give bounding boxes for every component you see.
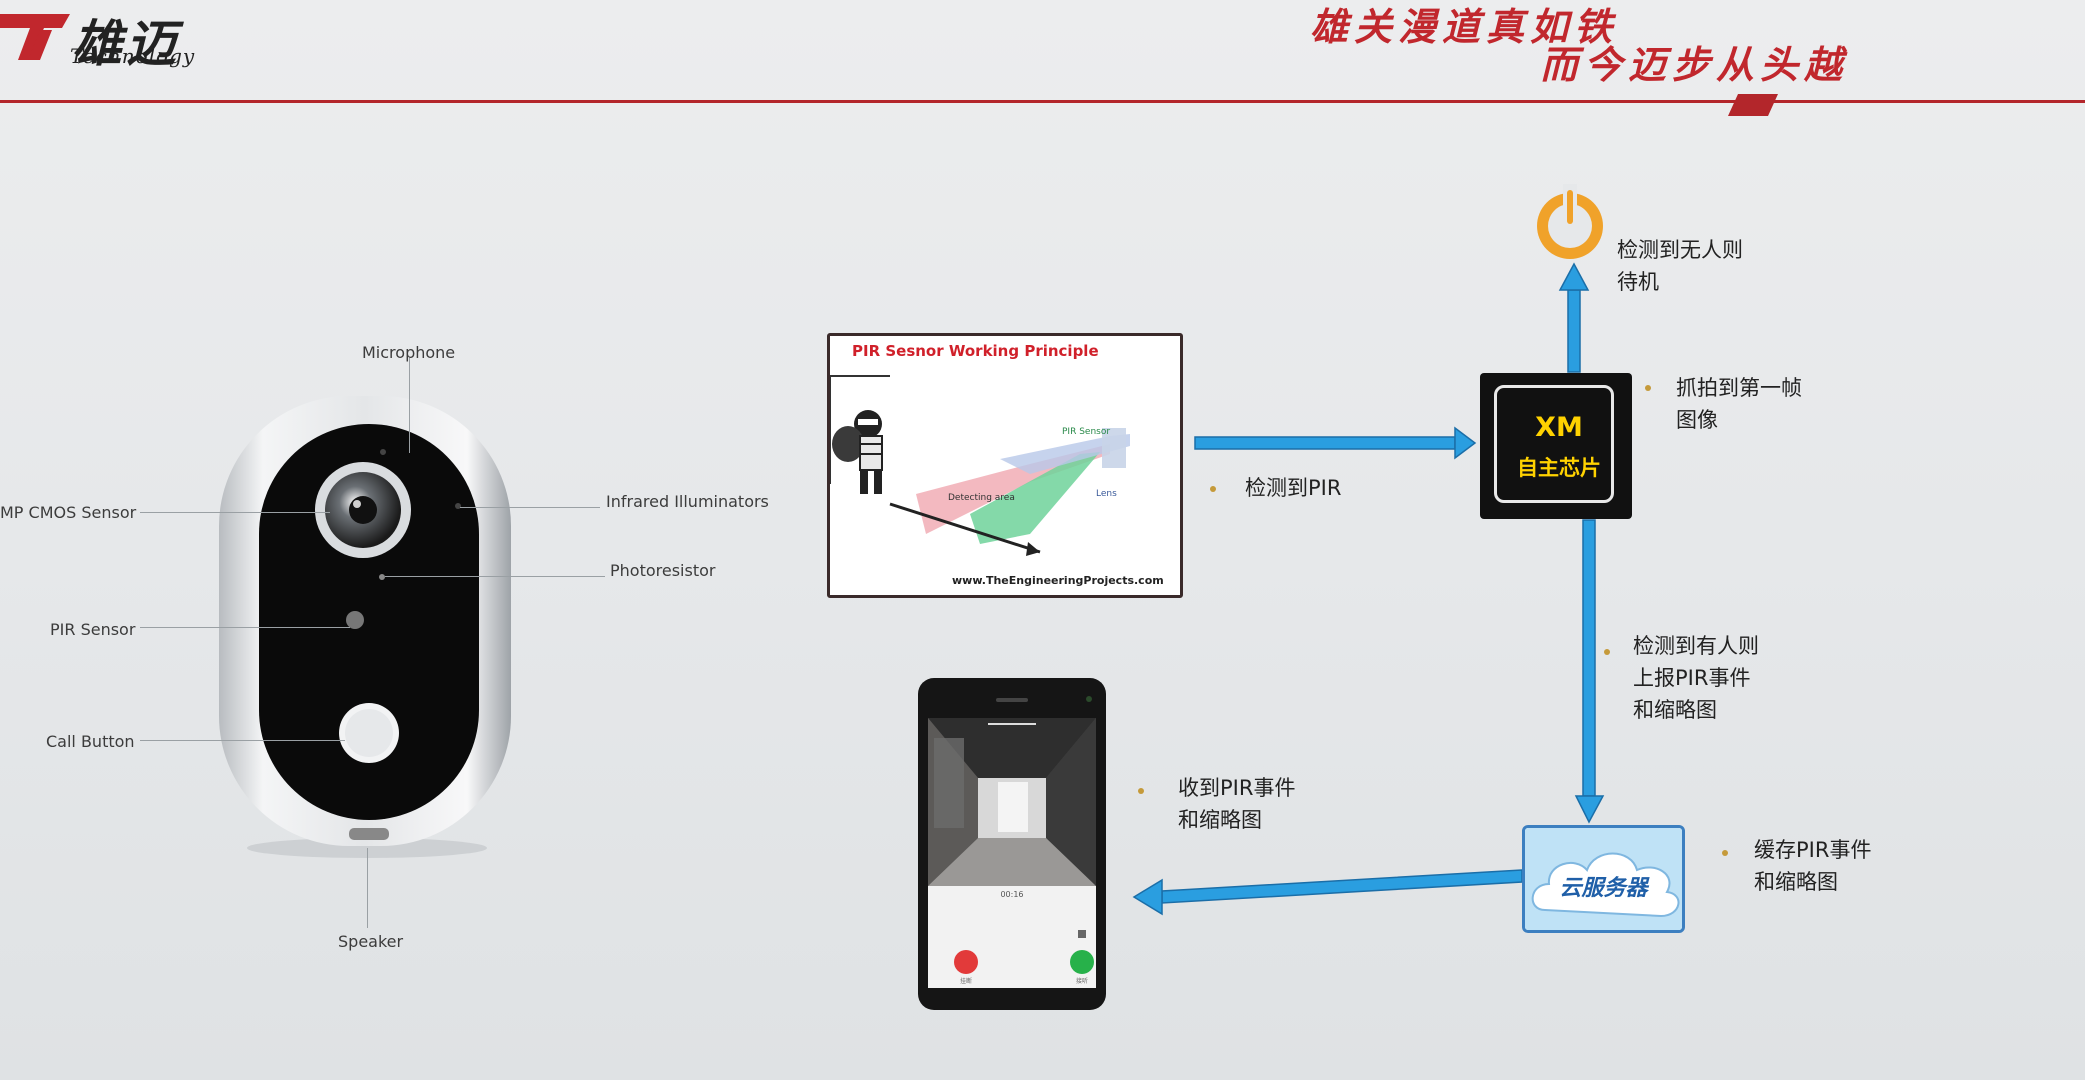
slogan-line-1: 雄关漫道真如铁 — [1310, 4, 1619, 49]
photoresistor-label: Photoresistor — [610, 561, 716, 580]
microphone-label: Microphone — [362, 343, 456, 362]
cmos-leader-line — [140, 512, 330, 513]
pir-sensor-leader-line — [140, 627, 350, 628]
snapshot-mini-icon — [1078, 930, 1086, 938]
pir-card-url: www.TheEngineeringProjects.com — [952, 574, 1164, 587]
cloud-icon — [1525, 828, 1682, 930]
speaker-leader-line — [367, 848, 368, 928]
report-text-line3: 和缩略图 — [1633, 698, 1717, 722]
chip-title: XM — [1535, 412, 1583, 443]
phone-screen: 00:16 挂断 接听 — [928, 718, 1096, 988]
header-divider — [0, 100, 2085, 103]
standby-text-line2: 待机 — [1617, 270, 1659, 294]
bullet — [1604, 649, 1610, 655]
receive-text-line1: 收到PIR事件 — [1178, 776, 1296, 800]
slogan-line-2: 而今迈步从头越 — [1540, 42, 1849, 87]
pir-card-title: PIR Sesnor Working Principle — [852, 342, 1099, 360]
arrow-chip-to-cloud — [1574, 519, 1605, 824]
bullet — [1645, 385, 1651, 391]
phone-speaker-slot — [996, 698, 1028, 702]
chip-subtitle: 自主芯片 — [1517, 456, 1601, 480]
report-text-line1: 检测到有人则 — [1633, 634, 1759, 658]
cache-text-line1: 缓存PIR事件 — [1754, 838, 1872, 862]
xm-chip-frame: XM 自主芯片 — [1494, 385, 1614, 503]
bullet — [1722, 850, 1728, 856]
bullet — [1138, 788, 1144, 794]
call-button-label: Call Button — [46, 732, 135, 751]
smartphone: 00:16 挂断 接听 — [918, 678, 1106, 1010]
accept-label: 接听 — [1075, 978, 1088, 985]
pir-sensor-label: PIR Sensor — [50, 620, 136, 639]
accept-call-icon[interactable] — [1070, 950, 1094, 974]
arrow-chip-to-standby — [1558, 262, 1590, 373]
microphone-leader-line — [409, 358, 410, 453]
bullet — [1210, 486, 1216, 492]
header-flag-icon — [1728, 94, 1778, 116]
burglar-icon — [832, 410, 883, 494]
cloud-server-label: 云服务器 — [1559, 876, 1648, 901]
pir-principle-card: PIR Sesnor Working Principle PIR Sensor … — [827, 333, 1183, 598]
power-icon — [1537, 184, 1603, 259]
arrow-pir-to-chip — [1194, 426, 1477, 460]
capture-text-line1: 抓拍到第一帧 — [1676, 376, 1802, 400]
infrared-illuminators-label: Infrared Illuminators — [606, 492, 769, 511]
report-text-line2: 上报PIR事件 — [1633, 666, 1751, 690]
cloud-server: 云服务器 — [1522, 825, 1685, 933]
logo-chinese-name: 雄迈 — [72, 14, 180, 73]
decline-call-icon[interactable] — [954, 950, 978, 974]
logo-english-name: Technology — [70, 44, 196, 68]
arrow-cloud-to-phone — [1132, 869, 1523, 916]
decline-label: 挂断 — [959, 978, 972, 985]
logo-mark-icon — [0, 14, 70, 60]
detect-pir-text: 检测到PIR — [1245, 476, 1342, 500]
doorbell-device — [219, 396, 511, 858]
pir-sensor-caption: PIR Sensor — [1062, 427, 1110, 437]
corridor-snapshot — [928, 718, 1096, 886]
detecting-area-caption: Detecting area — [948, 493, 1015, 503]
call-button-leader-line — [140, 740, 345, 741]
xm-chip: XM 自主芯片 — [1480, 373, 1632, 519]
pir-illustration: PIR Sensor Detecting area Lens — [830, 375, 1130, 556]
cmos-sensor-label: MP CMOS Sensor — [0, 503, 137, 522]
cache-text-line2: 和缩略图 — [1754, 870, 1838, 894]
phone-camera-dot — [1086, 696, 1092, 702]
call-duration: 00:16 — [1000, 890, 1024, 899]
speaker-label: Speaker — [338, 932, 404, 951]
receive-text-line2: 和缩略图 — [1178, 808, 1262, 832]
capture-text-line2: 图像 — [1676, 408, 1718, 432]
lens-caption: Lens — [1096, 489, 1117, 499]
standby-text-line1: 检测到无人则 — [1617, 238, 1743, 262]
photoresistor-leader-line — [385, 576, 605, 577]
infrared-leader-line — [460, 507, 600, 508]
